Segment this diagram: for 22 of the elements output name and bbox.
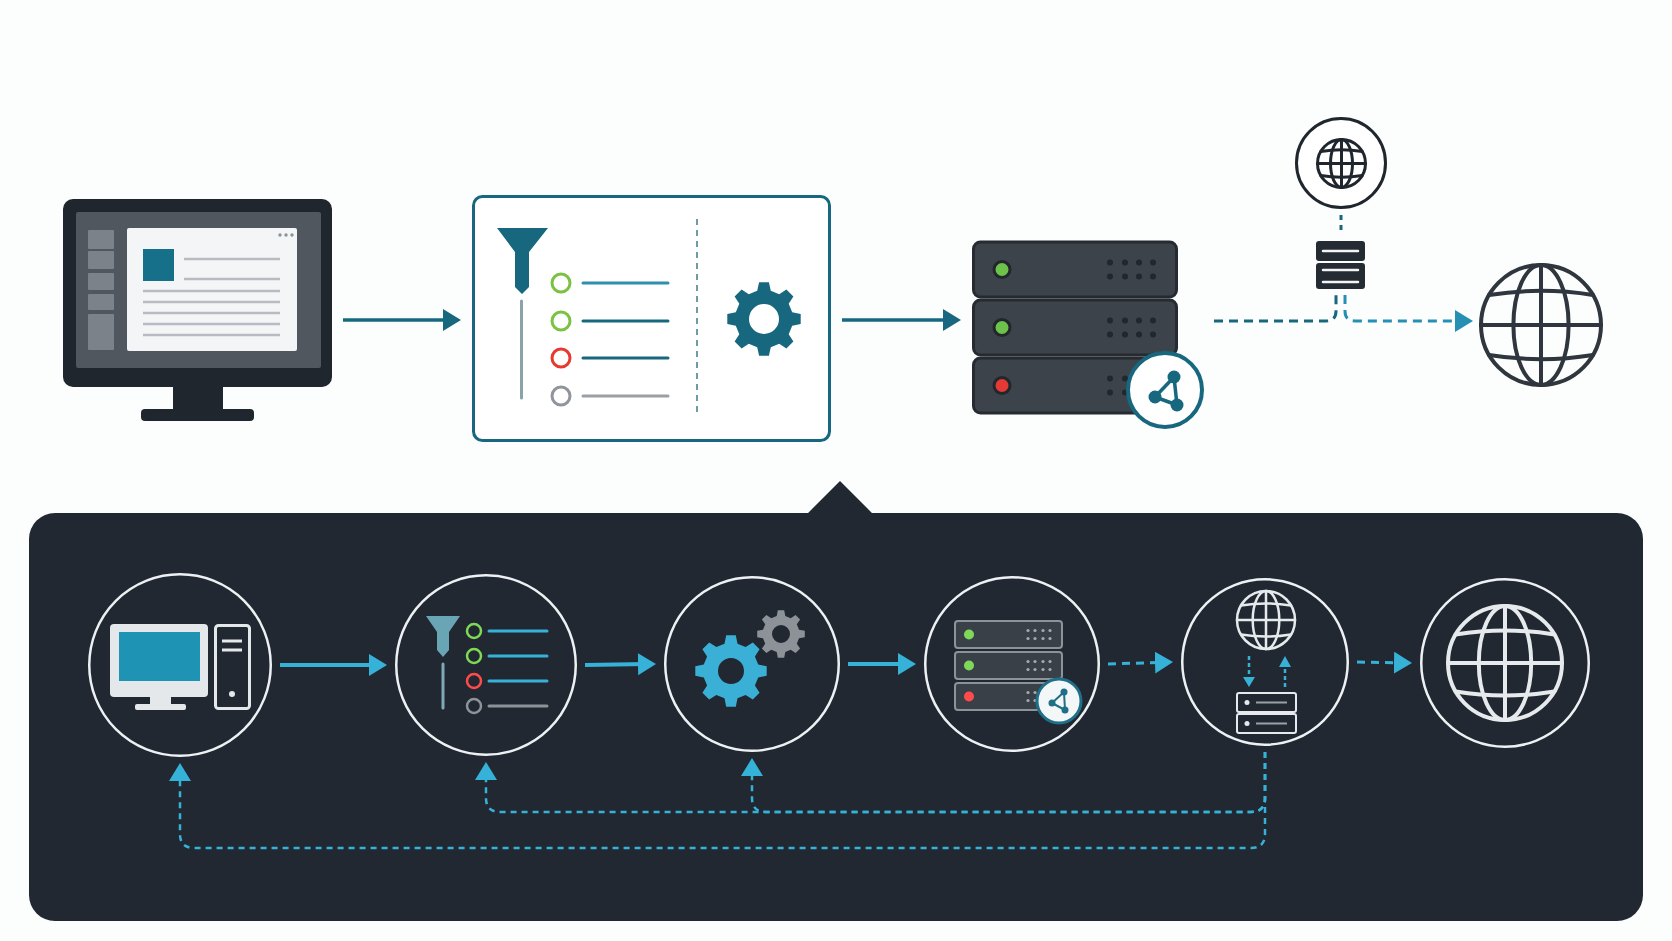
server-icon: [1316, 241, 1365, 289]
arrow: [848, 653, 916, 675]
icon-circle: [924, 576, 1100, 752]
dashed-arrow: [741, 752, 1267, 814]
dashed-arrow: [1356, 651, 1412, 674]
icon-circle: [1420, 578, 1590, 748]
dashed-arrow: [1107, 651, 1173, 674]
arrow: [584, 653, 656, 676]
icon-circle: [1181, 578, 1349, 746]
dashed-arrow: [1343, 295, 1473, 332]
icon-circle: [88, 573, 272, 757]
settings-panel: [472, 195, 831, 442]
arrow: [343, 309, 461, 331]
icon-circle: [664, 576, 840, 752]
callout-panel: [29, 481, 1643, 921]
icon-circle: [1295, 117, 1387, 209]
arrow: [280, 654, 387, 676]
monitor-illustration: [63, 199, 332, 421]
dashed-connector-line: [1214, 295, 1338, 323]
globe-illustration: [1479, 263, 1603, 387]
arrow: [842, 309, 961, 331]
icon-circle: [395, 574, 577, 756]
